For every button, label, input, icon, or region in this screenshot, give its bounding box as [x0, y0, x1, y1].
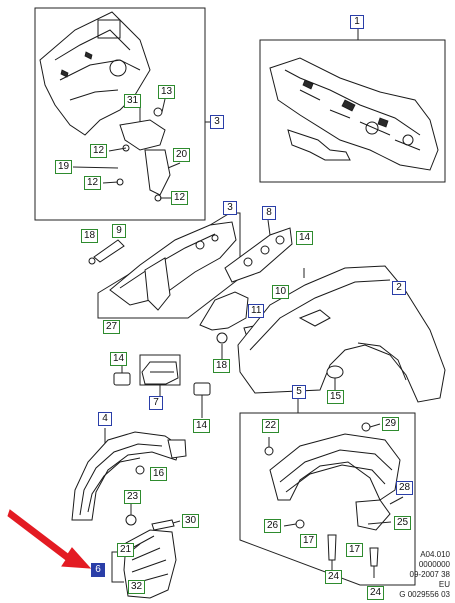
footer-reference: A04.010 0000000 09-2007 38 EU G 0029556 … [362, 550, 450, 600]
callout-7[interactable]: 7 [149, 396, 163, 410]
wheelhouse-apron-drawing [39, 11, 171, 202]
callout-24-b[interactable]: 24 [367, 586, 385, 600]
rear-wheel-lining-drawing [269, 422, 401, 531]
callout-30[interactable]: 30 [182, 514, 200, 528]
callout-12-a[interactable]: 12 [90, 144, 108, 158]
callout-21[interactable]: 21 [117, 543, 135, 557]
footer-line-2: 0000000 [418, 560, 450, 569]
callout-27[interactable]: 27 [103, 320, 121, 334]
callout-16[interactable]: 16 [150, 467, 168, 481]
callout-14-c[interactable]: 14 [193, 419, 211, 433]
group-frame-5 [239, 412, 416, 586]
group-frame-1 [259, 39, 446, 183]
callout-1[interactable]: 1 [350, 15, 364, 29]
callout-10[interactable]: 10 [272, 285, 290, 299]
callout-24-a[interactable]: 24 [325, 570, 343, 584]
red-pointer-arrow [7, 509, 92, 569]
callout-8[interactable]: 8 [262, 206, 276, 220]
callout-20[interactable]: 20 [173, 148, 191, 162]
front-fender-drawing [237, 265, 446, 403]
callout-17-b[interactable]: 17 [346, 543, 364, 557]
callout-6[interactable]: 6 [91, 563, 105, 577]
callout-11[interactable]: 11 [248, 304, 265, 318]
callout-26[interactable]: 26 [264, 519, 282, 533]
footer-line-5: G 0029556 03 [399, 590, 450, 599]
callout-3-lower[interactable]: 3 [223, 201, 237, 215]
front-frame-drawing [88, 221, 237, 311]
callout-25[interactable]: 25 [394, 516, 412, 530]
callout-2[interactable]: 2 [392, 281, 406, 295]
callout-17-a[interactable]: 17 [300, 534, 318, 548]
callout-13[interactable]: 13 [158, 85, 176, 99]
callout-14-b[interactable]: 14 [110, 352, 128, 366]
callout-19[interactable]: 19 [55, 160, 73, 174]
callout-9[interactable]: 9 [112, 224, 126, 238]
callout-31[interactable]: 31 [124, 94, 142, 108]
callout-22[interactable]: 22 [262, 419, 280, 433]
wheel-arch-liner-drawing [71, 431, 187, 521]
footer-line-3: 09-2007 38 [409, 570, 450, 579]
callout-12-c[interactable]: 12 [171, 191, 189, 205]
callout-18-b[interactable]: 18 [213, 359, 231, 373]
bulkhead-panel-drawing [269, 57, 439, 171]
callout-23[interactable]: 23 [124, 490, 142, 504]
footer-line-1: A04.010 [420, 550, 450, 559]
callout-4[interactable]: 4 [98, 412, 112, 426]
callout-28[interactable]: 28 [396, 481, 414, 495]
callout-14-a[interactable]: 14 [296, 231, 314, 245]
footer-line-4: EU [438, 580, 450, 589]
callout-29[interactable]: 29 [382, 417, 400, 431]
callout-12-b[interactable]: 12 [84, 176, 102, 190]
callout-18-a[interactable]: 18 [81, 229, 99, 243]
callout-5[interactable]: 5 [292, 385, 306, 399]
callout-3-upper[interactable]: 3 [210, 115, 224, 129]
group-frame-3a [34, 7, 206, 221]
callout-15[interactable]: 15 [327, 390, 345, 404]
callout-32[interactable]: 32 [128, 580, 146, 594]
fender-bumper [326, 365, 344, 379]
